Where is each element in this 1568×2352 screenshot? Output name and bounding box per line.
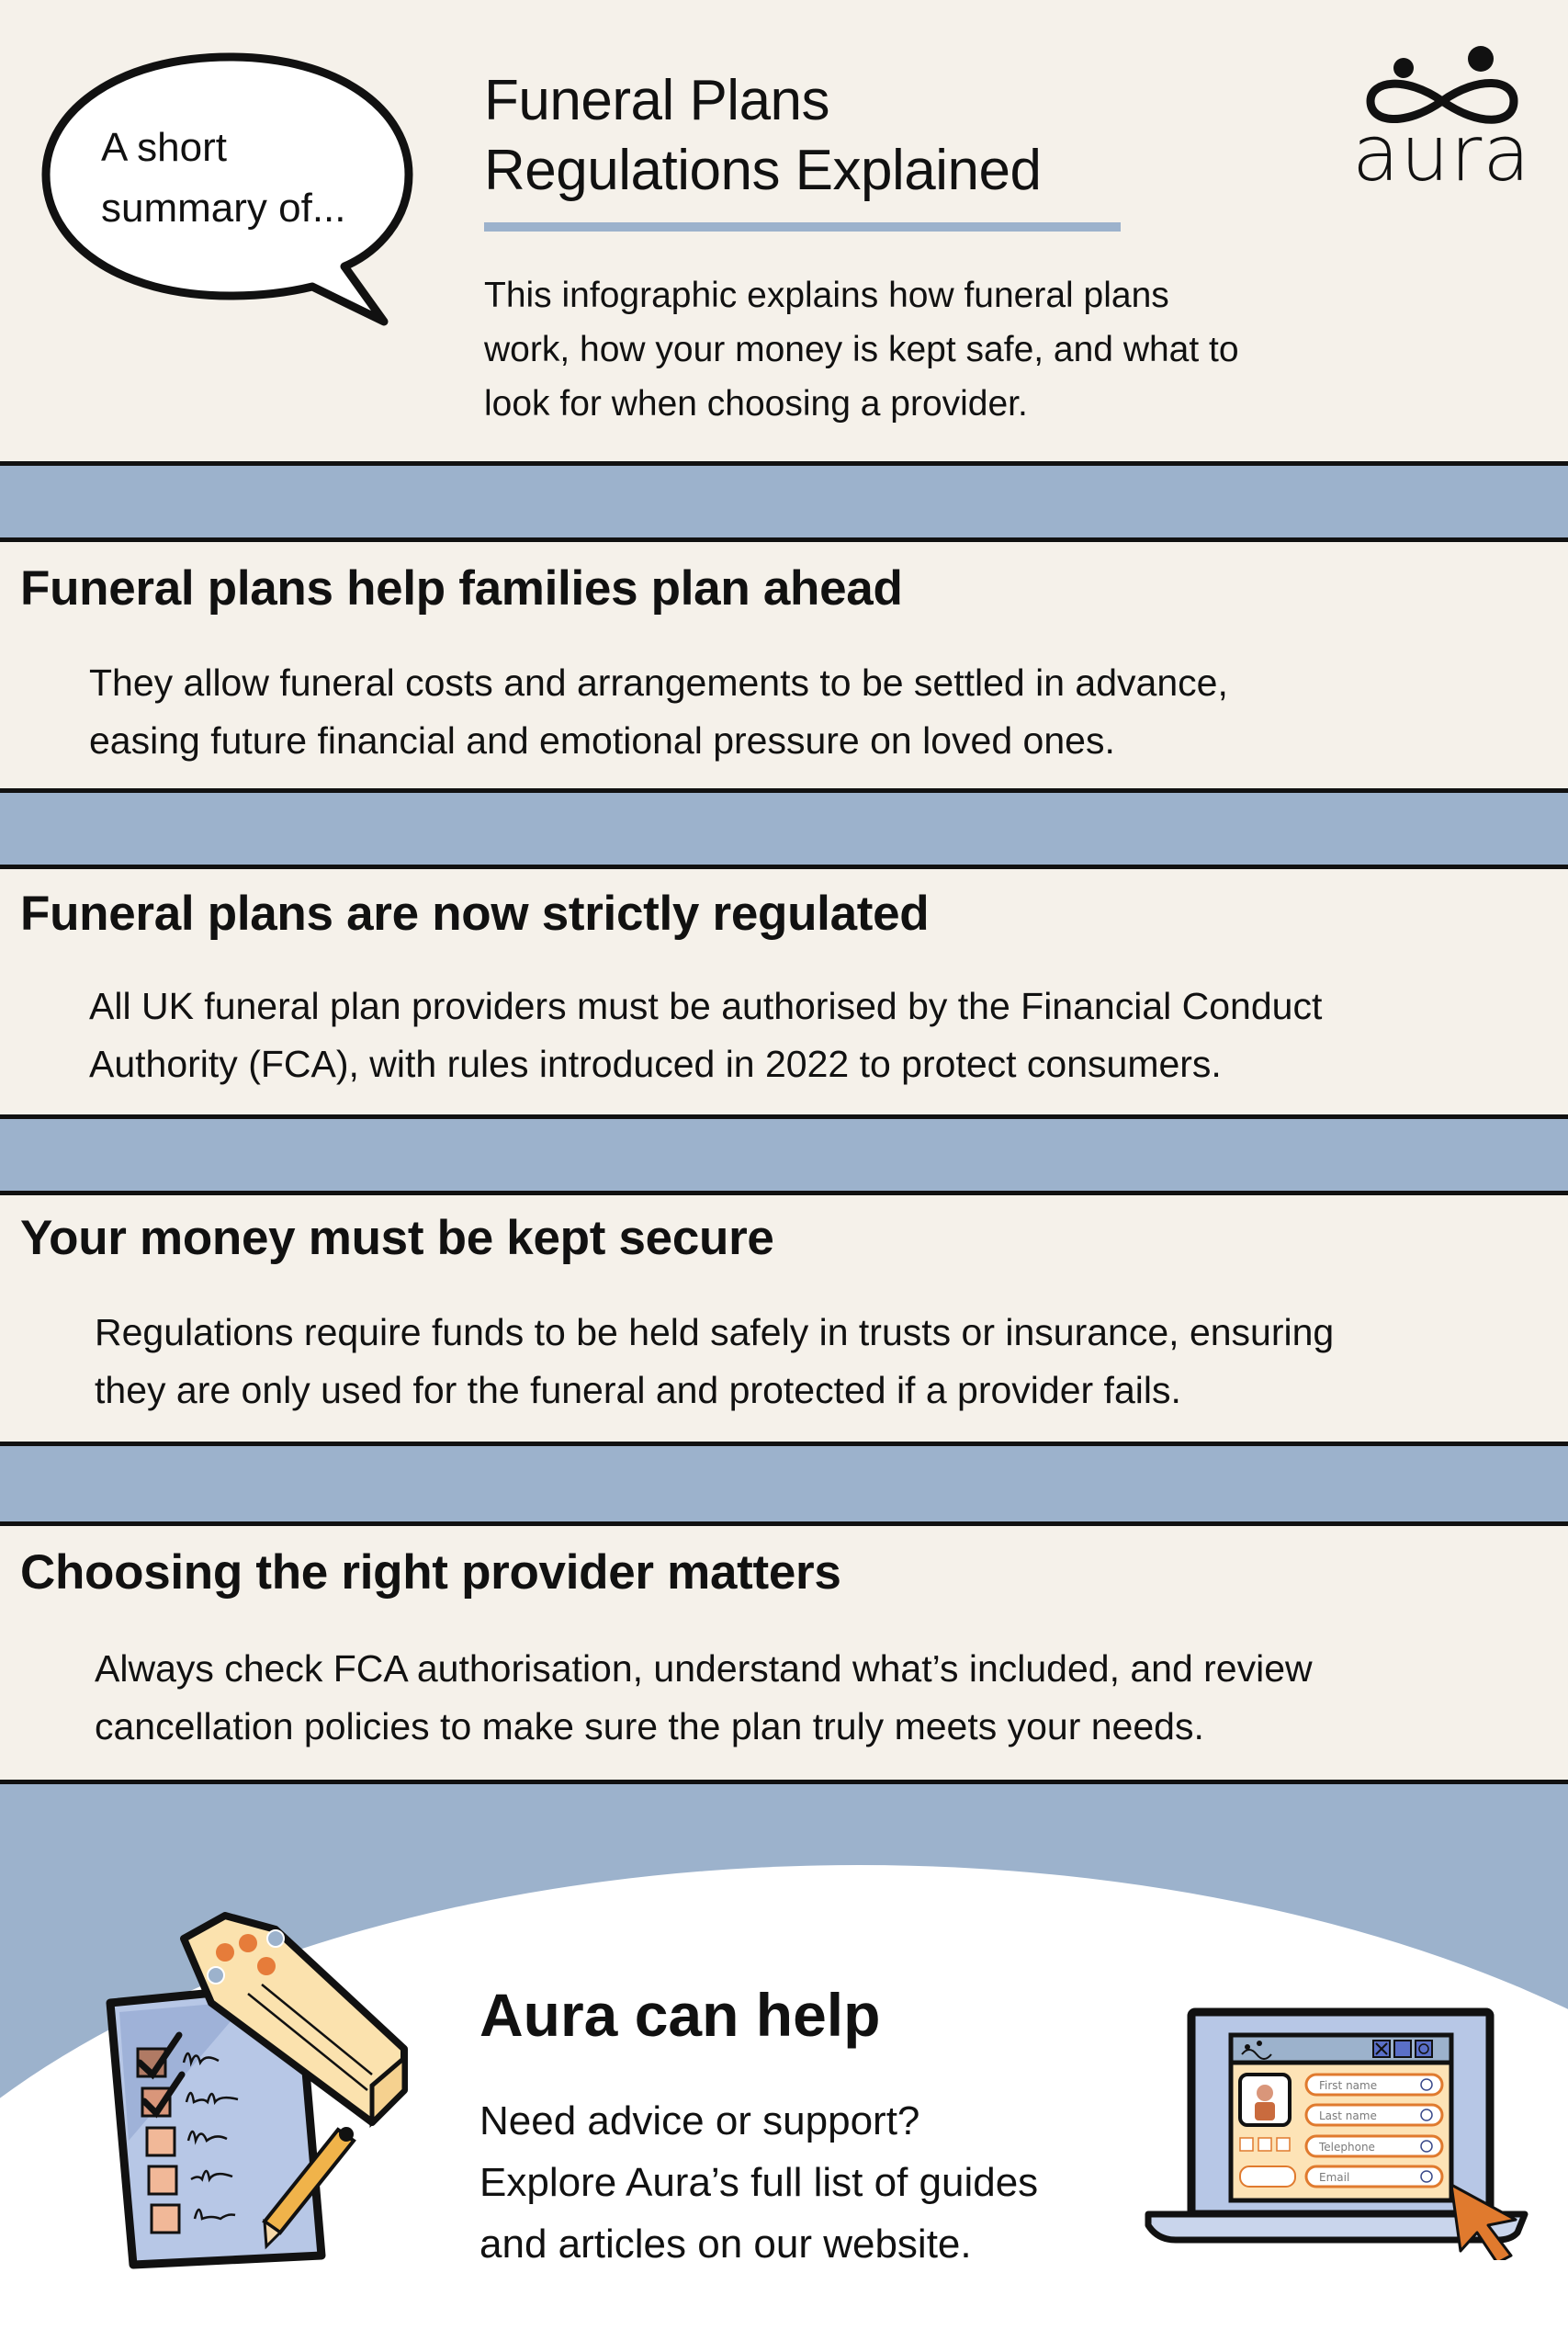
maximize-icon [1415,2040,1433,2058]
section-body: They allow funeral costs and arrangement… [89,654,1540,770]
intro-line-2: work, how your money is kept safe, and w… [484,330,1239,369]
body-line-1: They allow funeral costs and arrangement… [89,662,1228,704]
divider-band [0,1114,1568,1195]
section-title: Choosing the right provider matters [20,1545,841,1600]
header: A short summary of... Funeral Plans Regu… [0,0,1568,462]
section-plan-ahead: Funeral plans help families plan ahead T… [0,542,1568,788]
body-line-2: they are only used for the funeral and p… [95,1369,1181,1411]
body-line-2: easing future financial and emotional pr… [89,719,1115,762]
email-label: Email [1319,2171,1349,2184]
title-underline [484,222,1121,232]
body-line-2: Authority (FCA), with rules introduced i… [89,1043,1222,1085]
section-title: Funeral plans are now strictly regulated [20,887,930,941]
laptop-form-illustration: First name Last name Telephone Email [1145,2007,1529,2260]
logo-wordmark: aura [1352,108,1531,198]
intro-line-3: look for when choosing a provider. [484,384,1028,424]
aura-logo-icon [1366,46,1518,124]
checklist-coffin-illustration [106,1912,408,2269]
title-line-1: Funeral Plans [484,69,830,132]
divider-band [0,1442,1568,1526]
first-name-field [1304,2073,1444,2097]
minimize-icon [1393,2040,1412,2058]
title-line-2: Regulations Explained [484,139,1042,202]
form-fields: First name Last name Telephone Email [1304,2073,1444,2188]
section-title: Your money must be kept secure [20,1211,774,1265]
bubble-line-2: summary of... [101,186,346,231]
intro-text: This infographic explains how funeral pl… [484,268,1329,431]
body-line-2: cancellation policies to make sure the p… [95,1705,1204,1747]
help-body: Need advice or support? Explore Aura’s f… [479,2090,1141,2275]
section-choosing-provider: Choosing the right provider matters Alwa… [0,1526,1568,1780]
bubble-line-1: A short [101,125,227,170]
coffin-icon [180,1912,408,2129]
section-body: Regulations require funds to be held saf… [95,1304,1546,1419]
help-line-3: and articles on our website. [479,2222,972,2267]
last-name-field [1304,2103,1444,2127]
body-line-1: All UK funeral plan providers must be au… [89,985,1323,1027]
last-name-label: Last name [1319,2109,1377,2122]
email-field [1304,2165,1444,2188]
section-body: Always check FCA authorisation, understa… [95,1640,1546,1756]
telephone-label: Telephone [1318,2141,1375,2154]
pencil-icon [262,2127,356,2250]
section-money-secure: Your money must be kept secure Regulatio… [0,1195,1568,1442]
body-line-1: Regulations require funds to be held saf… [95,1311,1335,1353]
divider-band [0,461,1568,542]
help-line-1: Need advice or support? [479,2098,920,2143]
first-name-label: First name [1319,2079,1377,2092]
page-title: Funeral Plans Regulations Explained [484,66,1042,206]
speech-bubble-icon [41,52,413,326]
telephone-field [1304,2134,1444,2158]
section-body: All UK funeral plan providers must be au… [89,978,1540,1093]
bubble-text: A short summary of... [101,118,346,239]
divider-band [0,788,1568,869]
help-title: Aura can help [479,1981,881,2049]
checklist-icon [106,1980,326,2269]
section-title: Funeral plans help families plan ahead [20,561,903,616]
help-line-2: Explore Aura’s full list of guides [479,2160,1039,2205]
body-line-1: Always check FCA authorisation, understa… [95,1647,1313,1690]
intro-line-1: This infographic explains how funeral pl… [484,276,1169,315]
section-regulated: Funeral plans are now strictly regulated… [0,869,1568,1115]
cursor-icon [1450,2183,1517,2260]
